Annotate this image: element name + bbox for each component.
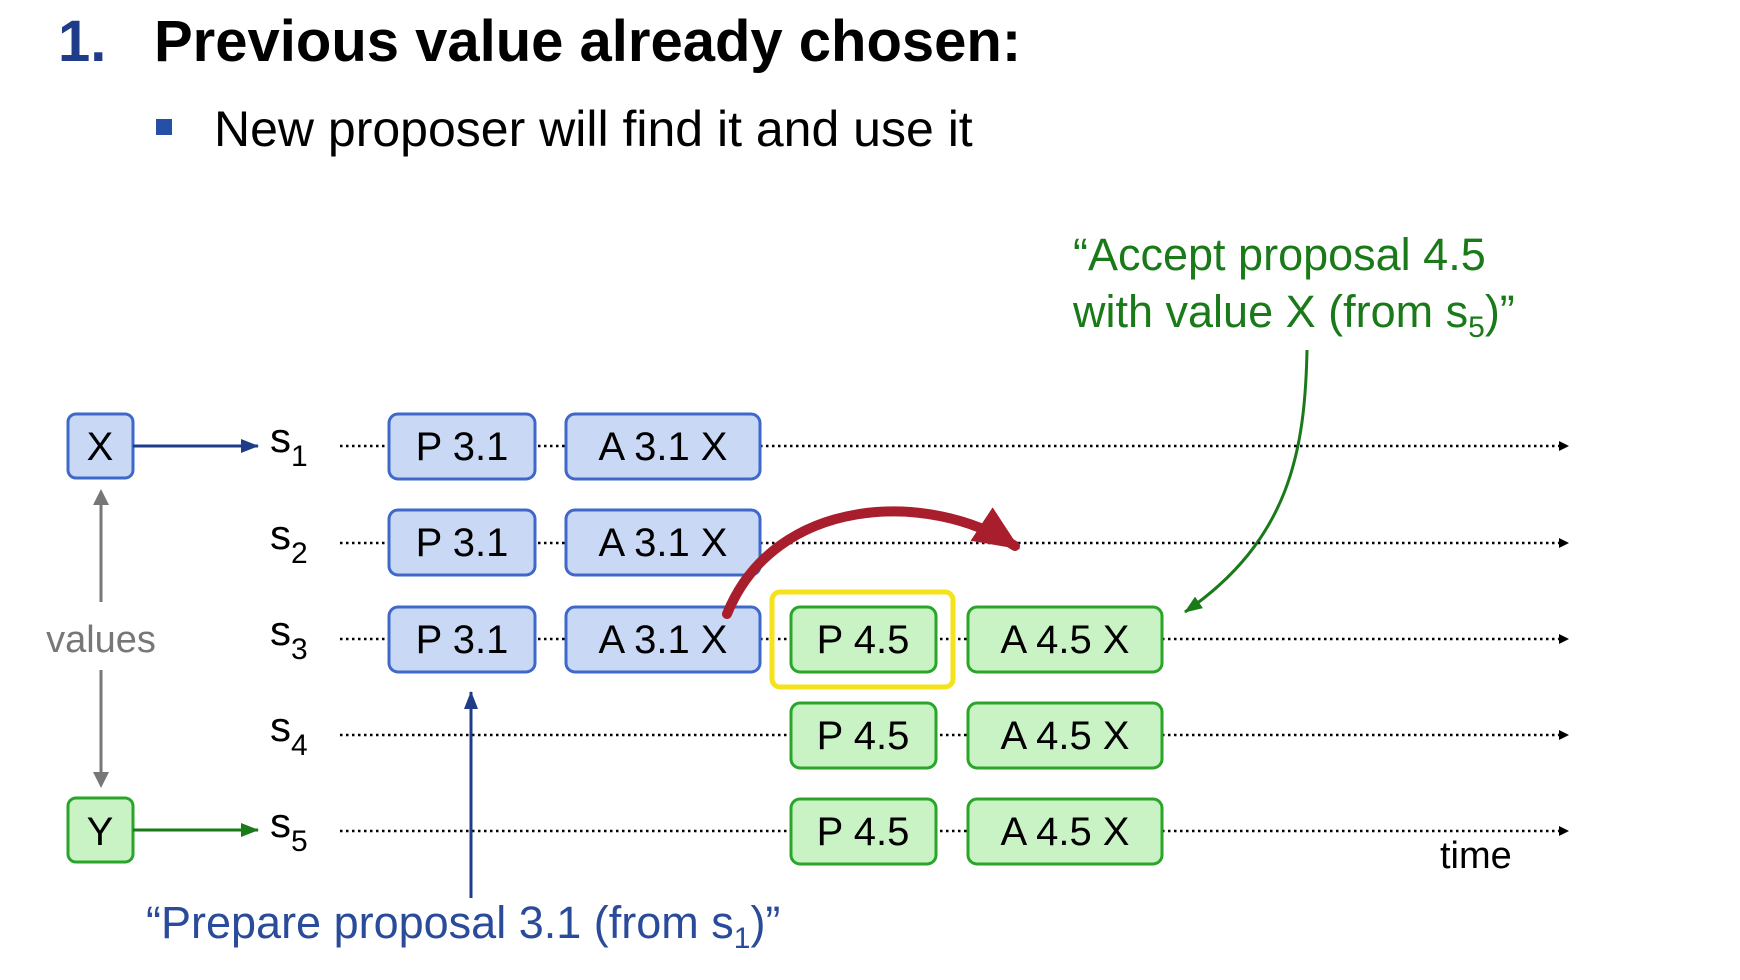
box-a31-s1 bbox=[564, 412, 762, 481]
box-p31-s2 bbox=[387, 508, 537, 577]
box-a31-s1-label: A 3.1 X bbox=[599, 425, 728, 469]
box-p45-s4 bbox=[789, 701, 938, 770]
box-p45-s5-label: P 4.5 bbox=[817, 810, 910, 854]
box-a45-s5-label: A 4.5 X bbox=[1001, 810, 1130, 854]
box-p45-s4-label: P 4.5 bbox=[817, 714, 910, 758]
slide-title: Previous value already chosen: bbox=[154, 9, 1022, 74]
accept-note-line2: with value X (from s5)” bbox=[1072, 286, 1515, 344]
box-a31-s3 bbox=[564, 605, 762, 674]
bullet-item: New proposer will find it and use it bbox=[156, 100, 973, 158]
value-carry-curve-arrow bbox=[722, 506, 1021, 619]
server-label-s2: s2 bbox=[270, 511, 308, 570]
server-label-s4: s4 bbox=[270, 703, 308, 762]
value-y-label: Y bbox=[87, 810, 114, 854]
box-a31-s3-label: A 3.1 X bbox=[599, 618, 728, 662]
box-p31-s3 bbox=[387, 605, 537, 674]
box-p31-s3-label: P 3.1 bbox=[416, 618, 509, 662]
accept-4-5-boxes: A 4.5 X A 4.5 X A 4.5 X bbox=[966, 605, 1164, 866]
box-p31-s1 bbox=[387, 412, 537, 481]
server-label-s5: s5 bbox=[270, 799, 308, 858]
slide-number: 1. bbox=[58, 9, 107, 74]
prepare-3-1-boxes: P 3.1 P 3.1 P 3.1 bbox=[387, 412, 537, 674]
values-label: values bbox=[46, 619, 156, 661]
square-bullet-icon bbox=[156, 118, 172, 135]
time-axis-label: time bbox=[1440, 835, 1512, 877]
box-p31-s1-label: P 3.1 bbox=[416, 425, 509, 469]
prepare-4-5-boxes: P 4.5 P 4.5 P 4.5 bbox=[789, 605, 938, 866]
accept-note-line1: “Accept proposal 4.5 bbox=[1073, 229, 1486, 280]
box-a31-s2-label: A 3.1 X bbox=[599, 521, 728, 565]
box-p45-s3 bbox=[789, 605, 938, 674]
box-p31-s2-label: P 3.1 bbox=[416, 521, 509, 565]
box-a45-s5 bbox=[966, 797, 1164, 866]
server-label-s3: s3 bbox=[270, 607, 308, 666]
value-x-label: X bbox=[87, 425, 114, 469]
accept-3-1-boxes: A 3.1 X A 3.1 X A 3.1 X bbox=[564, 412, 762, 674]
prepare-note: “Prepare proposal 3.1 (from s1)” bbox=[146, 897, 780, 955]
box-a45-s3 bbox=[966, 605, 1164, 674]
box-a45-s4 bbox=[966, 701, 1164, 770]
box-a31-s2 bbox=[564, 508, 762, 577]
box-p45-s3-label: P 4.5 bbox=[817, 618, 910, 662]
bullet-text: New proposer will find it and use it bbox=[214, 101, 973, 157]
slide-heading: 1. Previous value already chosen: bbox=[58, 8, 1021, 75]
box-a45-s3-label: A 4.5 X bbox=[1001, 618, 1130, 662]
accept-note-arrow bbox=[1184, 349, 1309, 614]
highlight-p45-s3 bbox=[769, 589, 956, 690]
box-p45-s5 bbox=[789, 797, 938, 866]
box-a45-s4-label: A 4.5 X bbox=[1001, 714, 1130, 758]
server-label-s1: s1 bbox=[270, 414, 308, 473]
